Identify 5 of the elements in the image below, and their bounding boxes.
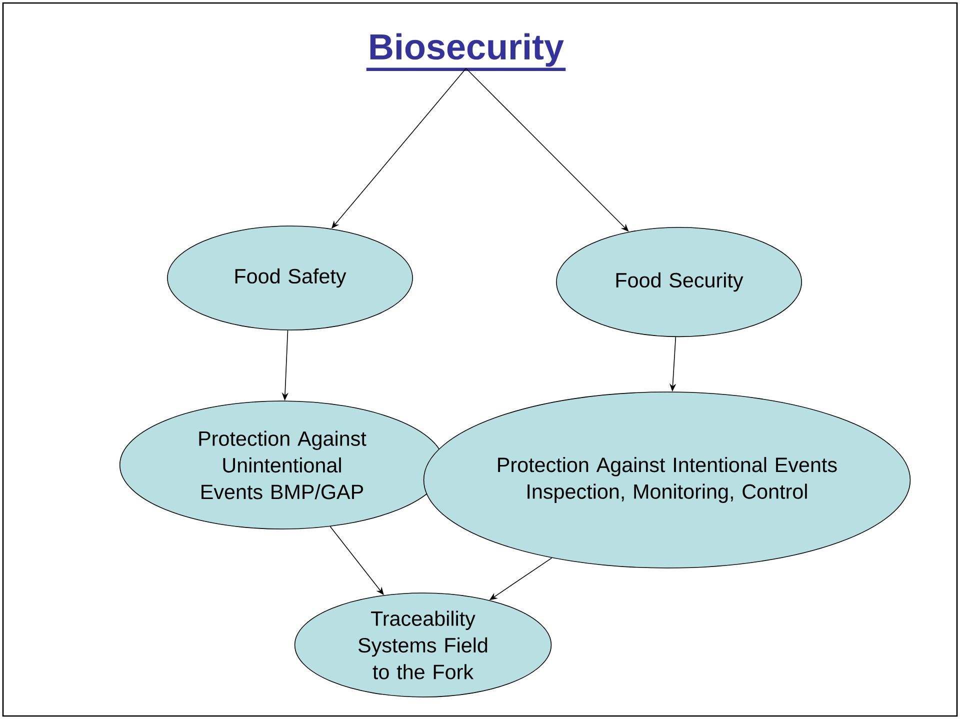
ellipse-node: Traceability Systems Field to the Fork: [294, 592, 552, 698]
title: Biosecurity: [366, 33, 566, 71]
ellipse-node: Protection Against Unintentional Events BMP/GAP: [119, 400, 445, 530]
ellipse-node: Food Safety: [167, 226, 413, 330]
ellipse-node: Food Security: [556, 226, 802, 338]
